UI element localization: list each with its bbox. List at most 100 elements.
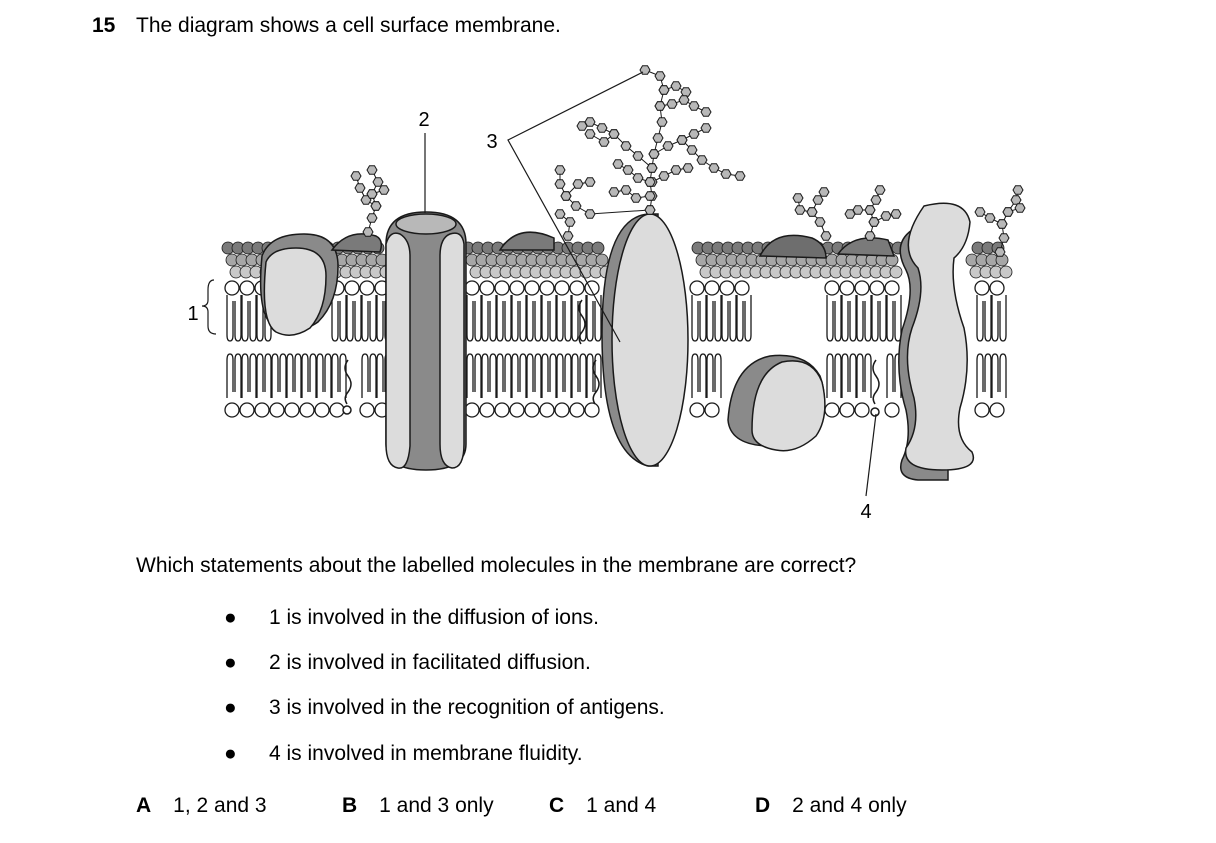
sugar-unit xyxy=(608,187,620,197)
phospholipid-head xyxy=(704,280,720,296)
phospholipid-tails xyxy=(571,295,587,342)
glycoprotein xyxy=(601,213,689,467)
sugar-chain-link xyxy=(355,175,377,207)
phospholipid-head xyxy=(839,402,855,418)
phospholipid-tails xyxy=(841,295,857,342)
phospholipid-head xyxy=(999,265,1013,279)
label-4: 4 xyxy=(860,501,871,523)
phospholipid-tails xyxy=(691,353,707,398)
phospholipid-tails xyxy=(361,353,377,398)
phospholipid-head xyxy=(595,253,609,267)
phospholipid-head xyxy=(494,402,510,418)
sugar-unit xyxy=(630,193,642,203)
statement-text: 3 is involved in the recognition of anti… xyxy=(269,696,665,719)
sugar-unit xyxy=(818,187,830,197)
phospholipid-tails xyxy=(331,353,347,398)
sugar-unit xyxy=(792,193,804,203)
option-text: 1 and 4 xyxy=(586,794,657,817)
sugar-unit xyxy=(700,123,712,133)
sugar-unit xyxy=(734,171,746,181)
phospholipid-tails xyxy=(706,295,722,342)
sugar-chain-link xyxy=(617,163,651,183)
peripheral-protein-dome xyxy=(330,233,383,253)
phospholipid-head xyxy=(704,402,720,418)
phospholipid-tails xyxy=(556,353,572,398)
sugar-unit xyxy=(1010,195,1022,205)
phospholipid-head xyxy=(554,402,570,418)
phospholipid-head xyxy=(889,265,903,279)
sugar-unit xyxy=(662,141,674,151)
phospholipid-tails xyxy=(511,353,527,398)
option-letter: C xyxy=(549,794,565,817)
sugar-unit xyxy=(612,159,624,169)
phospholipid-tails xyxy=(706,353,722,398)
phospholipid-head xyxy=(344,280,360,296)
sugar-unit xyxy=(670,165,682,175)
peripheral-protein-dome xyxy=(758,234,827,259)
phospholipid-head xyxy=(854,280,870,296)
sugar-unit xyxy=(994,247,1006,257)
sugar-unit xyxy=(648,149,660,159)
sugar-unit xyxy=(998,233,1010,243)
phospholipid-tails xyxy=(271,353,287,398)
phospholipid-head xyxy=(224,402,240,418)
sugar-unit xyxy=(666,99,678,109)
peripheral-protein-inner xyxy=(727,354,826,452)
phospholipid-head xyxy=(554,280,570,296)
sugar-unit xyxy=(632,173,644,183)
phospholipid-tails xyxy=(736,295,752,342)
phospholipid-tails xyxy=(241,295,257,342)
sugar-unit xyxy=(654,71,666,81)
sugar-unit xyxy=(620,185,632,195)
phospholipid-tails xyxy=(856,353,872,398)
sugar-unit xyxy=(678,95,690,105)
phospholipid-tails xyxy=(721,295,737,342)
phospholipid-head xyxy=(569,402,585,418)
phospholipid-tails xyxy=(691,295,707,342)
sugar-unit xyxy=(880,211,892,221)
sugar-unit xyxy=(646,163,658,173)
label-3: 3 xyxy=(486,131,497,153)
phospholipid-tails xyxy=(256,353,272,398)
phospholipid-head xyxy=(254,402,270,418)
statement-text: 2 is involved in facilitated diffusion. xyxy=(269,651,591,674)
bullet: ● xyxy=(224,742,237,765)
sugar-unit xyxy=(366,165,378,175)
sugar-unit xyxy=(608,129,620,139)
sugar-unit xyxy=(996,219,1008,229)
sugar-unit xyxy=(870,195,882,205)
carbohydrate-chains xyxy=(350,65,1026,257)
phospholipid-tails xyxy=(481,295,497,342)
phospholipid-head xyxy=(494,280,510,296)
inner-leaflet-tails xyxy=(224,353,1007,418)
statement-text: 4 is involved in membrane fluidity. xyxy=(269,742,583,765)
option-c[interactable]: C 1 and 4 xyxy=(549,794,656,818)
phospholipid-head xyxy=(734,280,750,296)
phospholipid-head xyxy=(524,402,540,418)
sugar-unit xyxy=(720,169,732,179)
sugar-unit xyxy=(350,171,362,181)
phospholipid-head xyxy=(569,280,585,296)
sugar-unit xyxy=(864,231,876,241)
phospholipid-head xyxy=(269,402,285,418)
phospholipid-head xyxy=(359,402,375,418)
sugar-unit xyxy=(362,227,374,237)
sugar-unit xyxy=(576,121,588,131)
question-number: 15 xyxy=(92,14,116,37)
channel-protein xyxy=(385,211,467,471)
sugar-unit xyxy=(794,205,806,215)
phospholipid-head xyxy=(539,280,555,296)
phospholipid-head xyxy=(314,402,330,418)
phospholipid-tails xyxy=(226,353,242,398)
sugar-unit xyxy=(708,163,720,173)
phospholipid-tails xyxy=(316,353,332,398)
phospholipid-tails xyxy=(496,295,512,342)
phospholipid-tails xyxy=(991,295,1007,342)
phospholipid-tails xyxy=(256,295,272,342)
membrane-diagram: 2 3 1 4 xyxy=(187,65,1026,523)
sugar-unit xyxy=(864,205,876,215)
phospholipid-head xyxy=(479,402,495,418)
